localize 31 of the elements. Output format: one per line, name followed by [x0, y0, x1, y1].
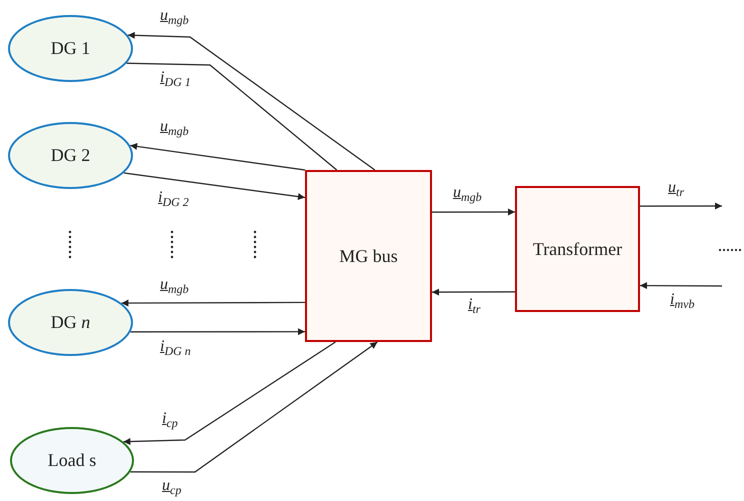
edge-label: i$_{cp}$: [162, 411, 178, 429]
node-label: MG bus: [339, 246, 398, 266]
edge-label: i$_{DG n}$: [160, 339, 191, 357]
node-label: DG 2: [50, 145, 90, 166]
node-label: DG n: [50, 312, 90, 333]
edge-label: i$_{DG 1}$: [160, 70, 191, 88]
arrow: [128, 32, 376, 170]
edge-label: u$_{mgb}$: [160, 8, 189, 26]
arrow: [640, 202, 722, 210]
edge-label: u$_{mgb}$: [453, 185, 482, 203]
edge-label: i$_{tr}$: [468, 297, 480, 315]
arrow: [432, 288, 515, 296]
edge-label: u$_{cp}$: [162, 478, 182, 496]
edge-label: i$_{DG 2}$: [158, 190, 189, 208]
process-box: [305, 170, 432, 342]
arrow: [432, 208, 515, 216]
arrow: [124, 172, 306, 200]
edge-label: u$_{tr}$: [668, 180, 684, 198]
arrow: [123, 342, 336, 446]
node-label: Transformer: [532, 238, 622, 260]
edge-label: u$_{mgb}$: [160, 119, 189, 137]
arrow: [130, 142, 306, 171]
arrow: [130, 342, 378, 473]
node-label: Load s: [48, 450, 96, 471]
process-box: [515, 186, 640, 312]
arrow: [640, 282, 722, 290]
node-label: DG 1: [50, 38, 90, 59]
edge-label: u$_{mgb}$: [160, 277, 189, 295]
arrow: [121, 300, 305, 307]
arrow: [130, 328, 305, 336]
edge-label: i$_{mvb}$: [670, 292, 694, 310]
